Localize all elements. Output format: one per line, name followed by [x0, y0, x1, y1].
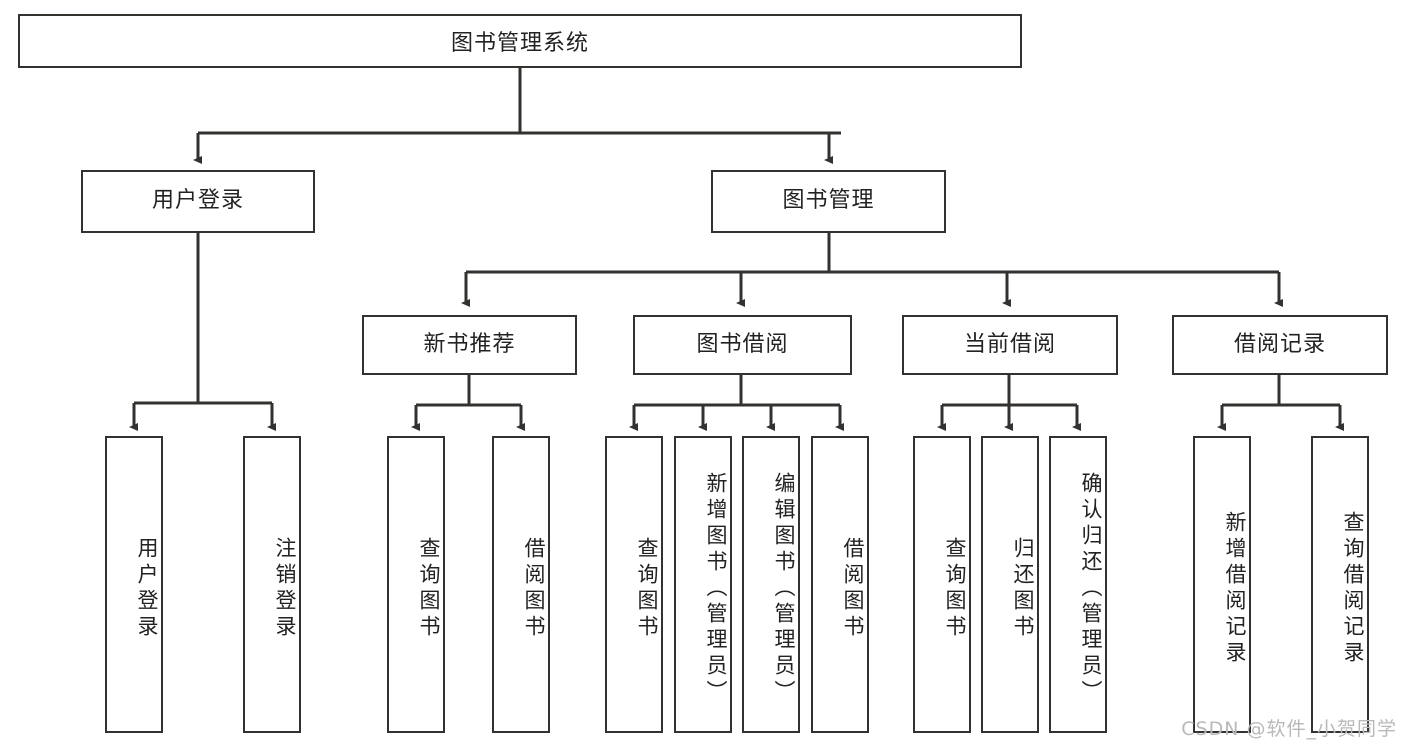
- node-label: 编辑图书（管理员）: [772, 471, 796, 706]
- node-label: 借阅记录: [1233, 331, 1326, 357]
- leaf-recommend-borrow-book[interactable]: 借阅图书: [492, 436, 550, 733]
- node-root-system[interactable]: 图书管理系统: [18, 14, 1022, 68]
- node-new-book-recommend[interactable]: 新书推荐: [362, 315, 577, 375]
- leaf-user-login-login[interactable]: 用户登录: [105, 436, 163, 733]
- node-label: 查询借阅记录: [1341, 510, 1365, 667]
- node-label: 当前借阅: [963, 331, 1056, 357]
- leaf-user-login-logout[interactable]: 注销登录: [243, 436, 301, 733]
- node-label: 确认归还（管理员）: [1079, 471, 1103, 706]
- node-current-borrow[interactable]: 当前借阅: [902, 315, 1118, 375]
- node-label: 查询图书: [635, 536, 659, 641]
- node-label: 图书借阅: [696, 331, 789, 357]
- node-book-borrow[interactable]: 图书借阅: [633, 315, 852, 375]
- node-borrow-record[interactable]: 借阅记录: [1172, 315, 1388, 375]
- leaf-recommend-query-book[interactable]: 查询图书: [387, 436, 445, 733]
- leaf-current-query-book[interactable]: 查询图书: [913, 436, 971, 733]
- node-label: 查询图书: [943, 536, 967, 641]
- node-label: 查询图书: [417, 536, 441, 641]
- leaf-record-query-record[interactable]: 查询借阅记录: [1311, 436, 1369, 733]
- watermark-text: CSDN @软件_小贺同学: [1181, 718, 1397, 740]
- node-book-management[interactable]: 图书管理: [711, 170, 946, 233]
- node-label: 图书管理: [782, 188, 875, 214]
- node-label: 借阅图书: [841, 536, 865, 641]
- leaf-current-confirm-return-admin[interactable]: 确认归还（管理员）: [1049, 436, 1107, 733]
- node-label: 图书管理系统: [450, 31, 589, 56]
- leaf-borrow-query-book[interactable]: 查询图书: [605, 436, 663, 733]
- leaf-borrow-add-book-admin[interactable]: 新增图书（管理员）: [674, 436, 732, 733]
- node-label: 注销登录: [273, 536, 297, 641]
- node-label: 用户登录: [135, 536, 159, 641]
- node-label: 新增借阅记录: [1223, 510, 1247, 667]
- leaf-borrow-edit-book-admin[interactable]: 编辑图书（管理员）: [742, 436, 800, 733]
- node-label: 用户登录: [151, 188, 244, 214]
- node-label: 新增图书（管理员）: [704, 471, 728, 706]
- leaf-record-add-record[interactable]: 新增借阅记录: [1193, 436, 1251, 733]
- node-label: 借阅图书: [522, 536, 546, 641]
- node-label: 归还图书: [1011, 536, 1035, 641]
- node-label: 新书推荐: [423, 331, 516, 357]
- leaf-borrow-borrow-book[interactable]: 借阅图书: [811, 436, 869, 733]
- node-user-login[interactable]: 用户登录: [81, 170, 315, 233]
- leaf-current-return-book[interactable]: 归还图书: [981, 436, 1039, 733]
